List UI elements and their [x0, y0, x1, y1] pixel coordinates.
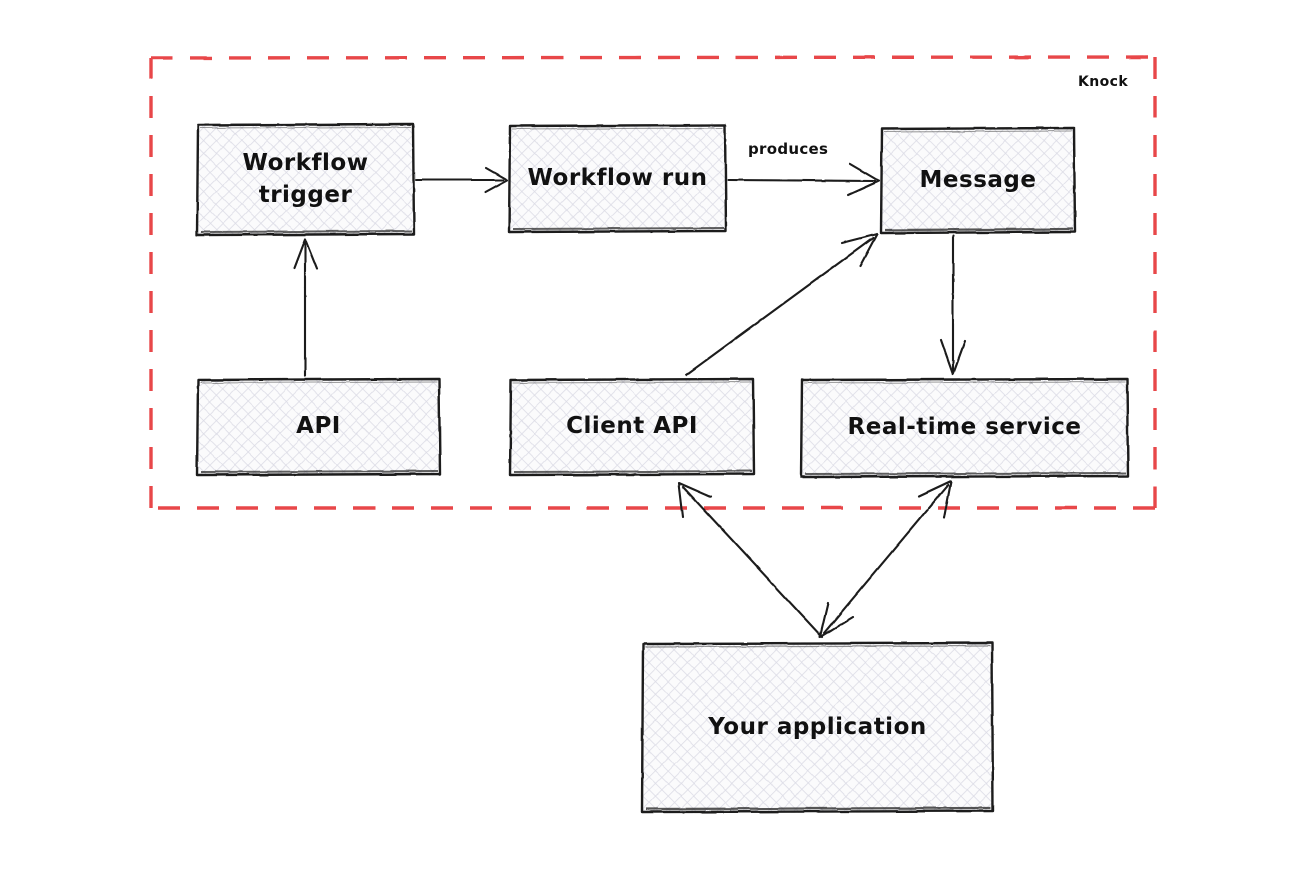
node-real-time-service[interactable]: [801, 379, 1128, 477]
node-api-shape: [195, 377, 442, 477]
boundary-label-knock: Knock: [1078, 74, 1129, 90]
node-real-time-service-shape: [799, 377, 1130, 479]
edge-realtime-to-app: [818, 479, 953, 639]
edge-label-produces: produces: [748, 140, 829, 158]
node-your-application-shape: [640, 641, 995, 814]
node-workflow-run-shape: [507, 123, 728, 234]
node-workflow-trigger-shape: [195, 122, 416, 237]
node-workflow-trigger[interactable]: [197, 124, 414, 235]
node-api[interactable]: [197, 379, 440, 475]
node-client-api[interactable]: [510, 379, 754, 475]
edge-message-to-realtime: [939, 234, 967, 376]
edge-clientapi-to-message: [684, 232, 879, 377]
node-your-application[interactable]: [642, 643, 993, 812]
edge-run-to-message: [726, 162, 881, 197]
node-client-api-shape: [508, 377, 756, 477]
node-workflow-run[interactable]: [509, 125, 726, 232]
edge-app-to-clientapi: [677, 481, 824, 639]
node-message-shape: [879, 126, 1077, 235]
node-message[interactable]: [881, 128, 1075, 233]
edge-trigger-to-run: [414, 166, 509, 194]
edge-api-to-trigger: [292, 237, 319, 378]
knock-boundary: [149, 55, 1157, 510]
